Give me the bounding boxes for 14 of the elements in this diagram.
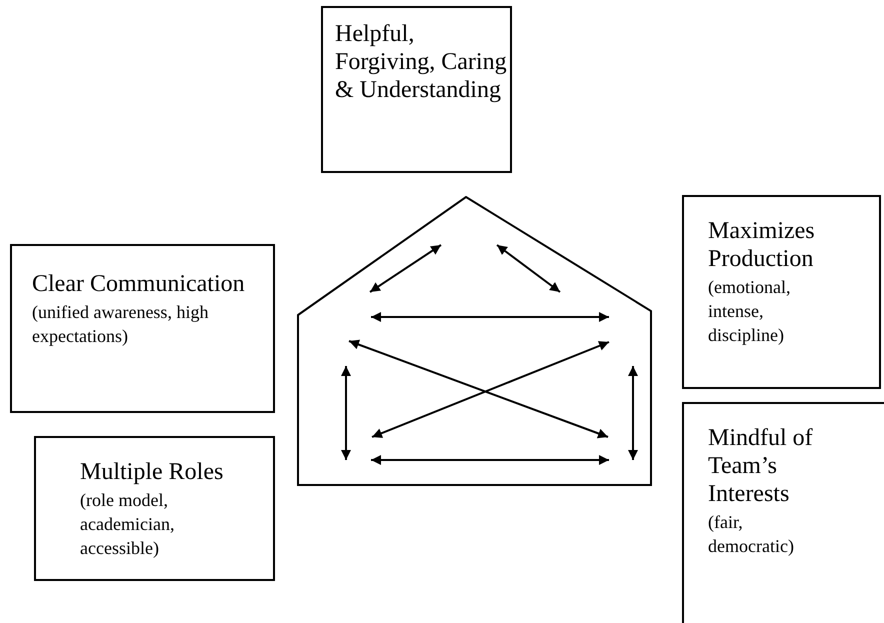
box-subtitle: (unified awareness, high expectations) bbox=[32, 301, 210, 348]
box-title: Helpful, Forgiving, Caring & Understanding bbox=[335, 20, 508, 104]
box-title: Multiple Roles bbox=[80, 458, 224, 486]
box-title: Maximizes Production bbox=[708, 217, 816, 273]
text-box bbox=[682, 402, 884, 623]
box-subtitle: (fair, democratic) bbox=[708, 511, 795, 558]
text-box bbox=[321, 6, 512, 173]
text-box bbox=[34, 436, 275, 581]
box-title: Mindful of Team’s Interests bbox=[708, 424, 814, 508]
box-subtitle: (role model, academician, accessible) bbox=[80, 489, 176, 560]
box-subtitle: (emotional, intense, discipline) bbox=[708, 276, 792, 347]
text-box bbox=[682, 195, 881, 389]
box-title: Clear Communication bbox=[32, 270, 246, 298]
text-box bbox=[10, 244, 275, 413]
